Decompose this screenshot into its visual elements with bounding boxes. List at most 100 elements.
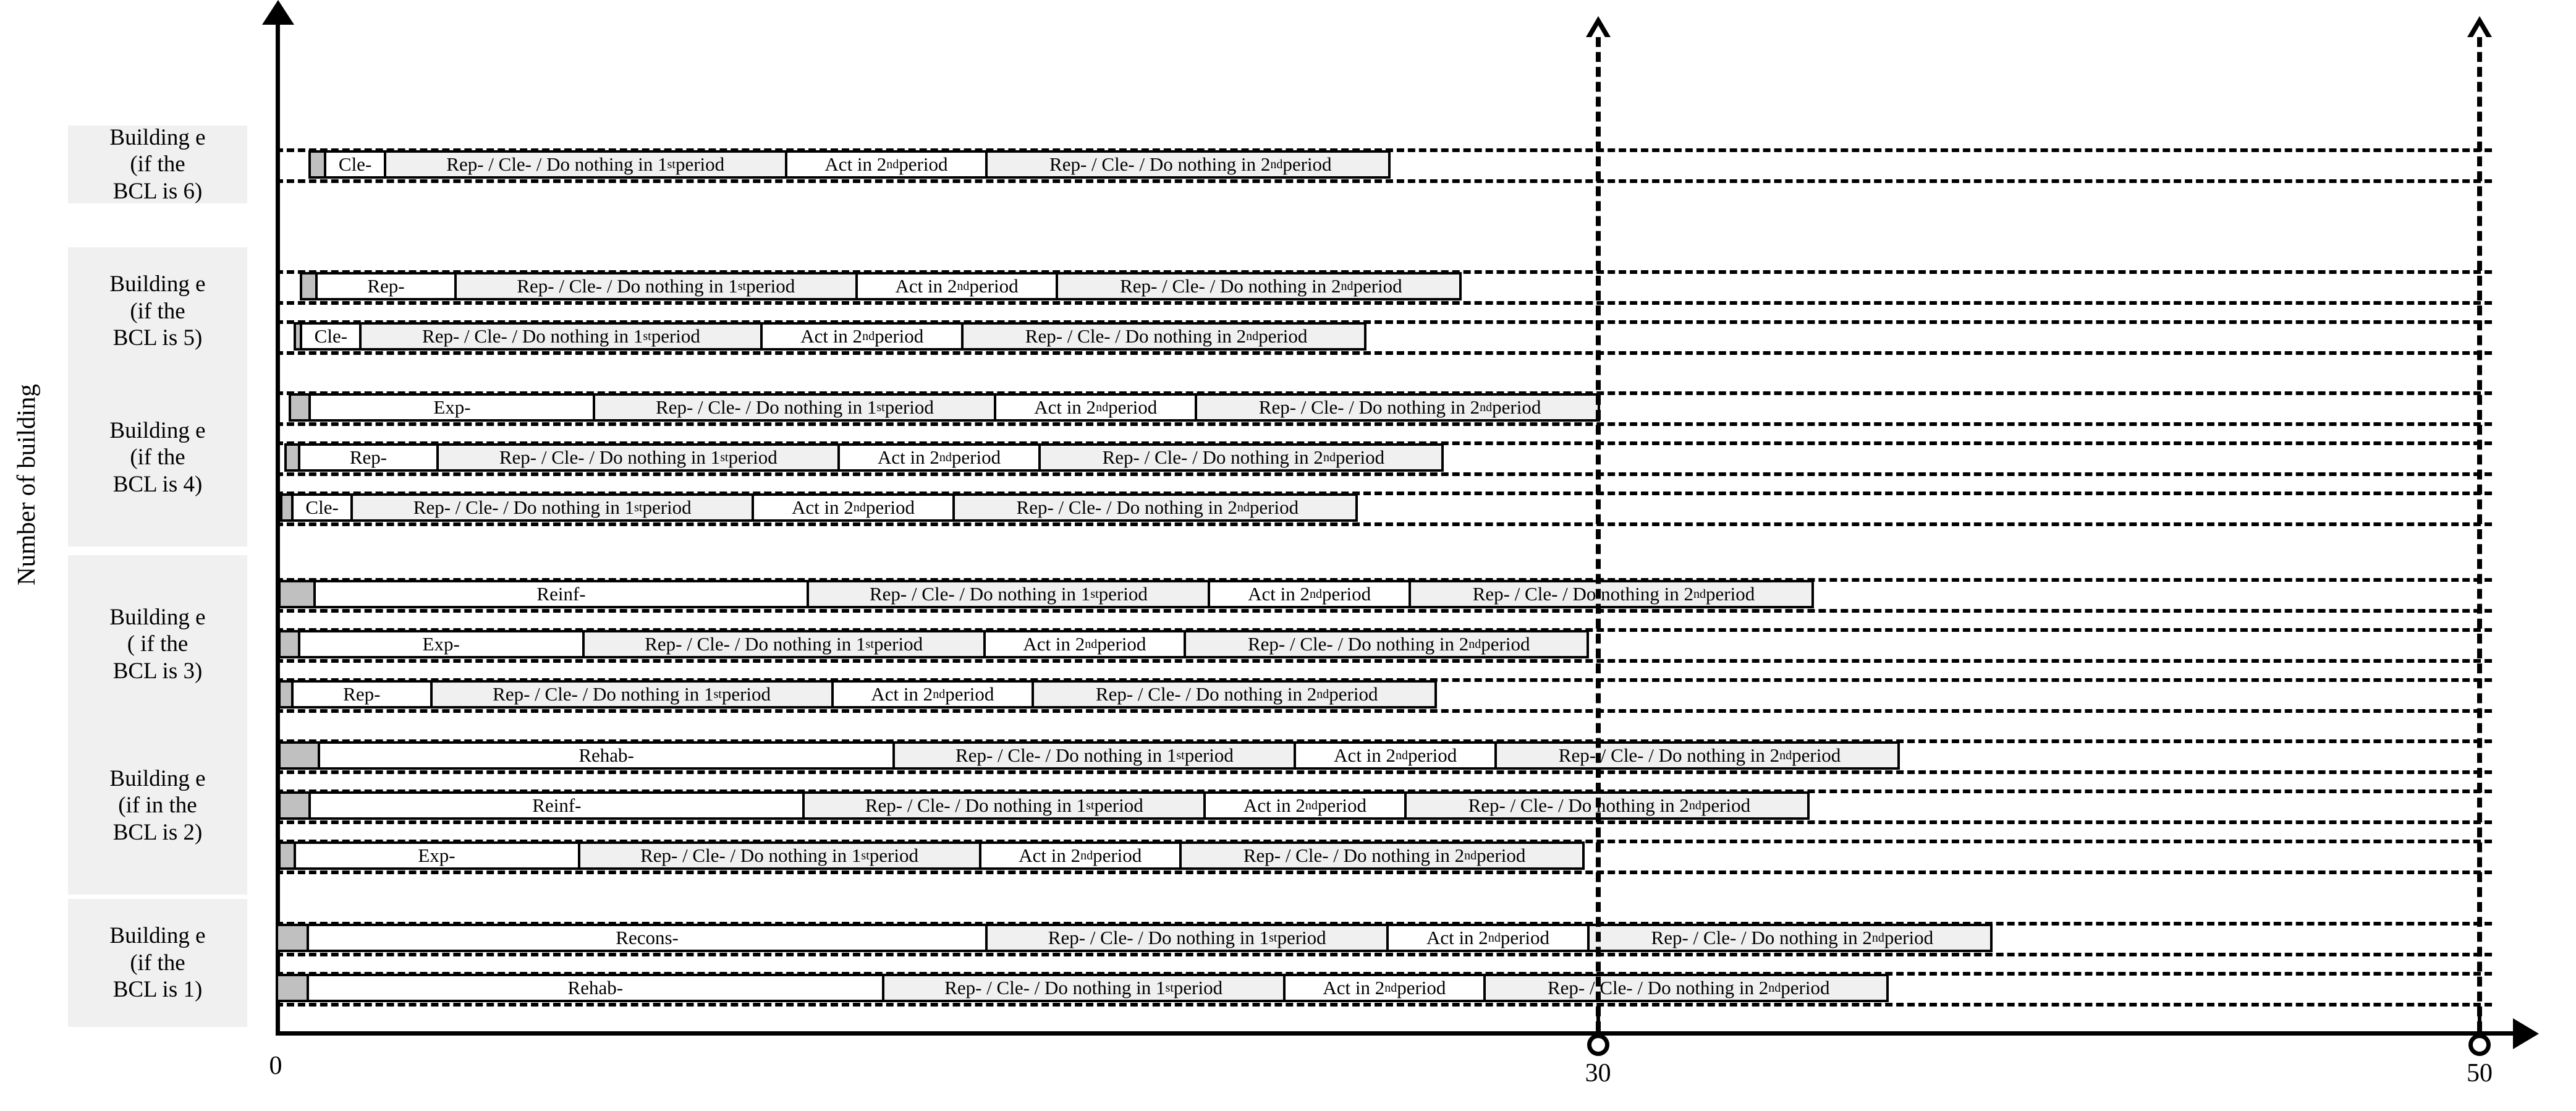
bar-segment-action[interactable]: Rep-	[318, 275, 457, 298]
bar-segment-action[interactable]: Exp-	[311, 396, 596, 419]
bar-segment-start[interactable]	[282, 496, 294, 519]
group-label-line: Building e	[109, 124, 206, 150]
lane-guide-line	[276, 1003, 2492, 1007]
bar-segment-action[interactable]: Rehab-	[320, 744, 896, 767]
bar-segment-start[interactable]	[280, 632, 300, 656]
bar-segment-start[interactable]	[287, 446, 300, 469]
group-label-line: (if the	[130, 445, 185, 470]
bar-segment-start[interactable]	[280, 844, 296, 867]
bar-segment-action[interactable]: Recons-	[308, 926, 988, 950]
bar-segment-action[interactable]: Rep-	[293, 683, 433, 706]
bar-segment-start[interactable]	[311, 153, 327, 176]
period-separator-line	[2477, 37, 2482, 1031]
group-label-line: ( if the	[127, 631, 189, 657]
bar-segment-start[interactable]	[280, 683, 294, 706]
bar-segment-action[interactable]: Cle-	[302, 325, 362, 348]
bar-segment-action[interactable]: Reinf-	[315, 582, 810, 606]
bar-segment-action[interactable]: Cle-	[326, 153, 386, 176]
lane-guide-line	[276, 472, 2492, 476]
bar-segment-start[interactable]	[278, 976, 309, 1000]
lane-guide-line	[276, 301, 2492, 305]
bar-segment-action[interactable]: Exp-	[295, 844, 580, 867]
bar-segment-start[interactable]	[302, 275, 318, 298]
bar-segment-action[interactable]: Rep-	[300, 446, 439, 469]
bar-segment-start[interactable]	[280, 582, 316, 606]
lane-guide-line	[276, 522, 2492, 526]
bar-segment-start[interactable]	[295, 325, 303, 348]
x-tick-marker-icon	[1587, 1034, 1609, 1056]
bar-segment-start[interactable]	[278, 926, 309, 950]
bar-segment-action[interactable]: Cle-	[293, 496, 354, 519]
lane-guide-line	[276, 820, 2492, 824]
bar-segment-action[interactable]: Rehab-	[308, 976, 884, 1000]
lane-guide-line	[276, 770, 2492, 774]
group-label-line: Building e	[109, 271, 206, 297]
group-label-line: (if the	[130, 298, 185, 324]
bar-segment-action[interactable]: Reinf-	[311, 794, 805, 817]
bar-segment-start[interactable]	[280, 794, 311, 817]
bar-segment-start[interactable]	[291, 396, 311, 419]
bar-segment-action[interactable]: Exp-	[300, 632, 585, 656]
lane-guide-line	[276, 953, 2492, 956]
bar-segment-start[interactable]	[280, 744, 320, 767]
